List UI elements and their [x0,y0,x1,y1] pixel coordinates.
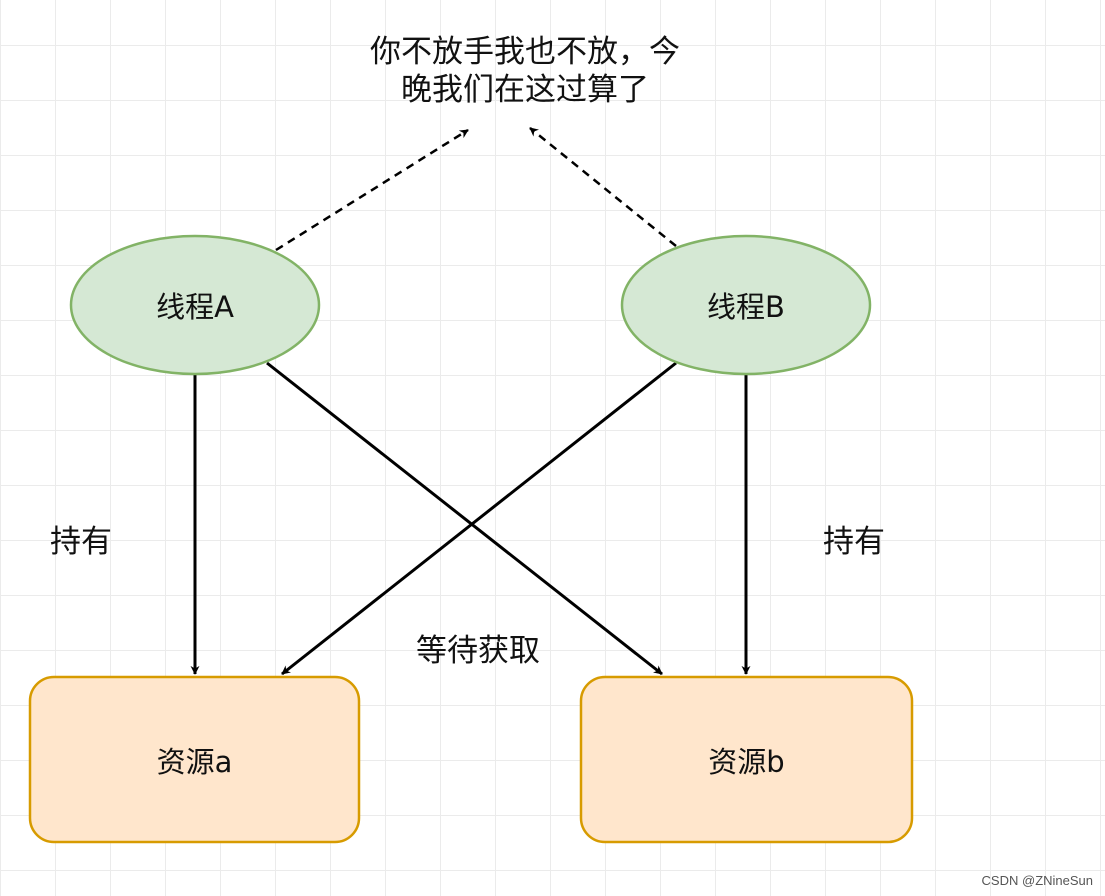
thread-a-node[interactable] [69,234,321,376]
deadlock-note-line-2: 晚我们在这过算了 [401,72,649,108]
watermark: CSDN @ZNineSun [981,873,1093,888]
waiting-label: 等待获取 [416,633,540,669]
dashed-arrow-thread-a-to-note [275,128,469,252]
resource-b-node[interactable] [579,675,914,844]
arrow-thread-b-waits-resource-a [281,361,677,676]
deadlock-note-line-1: 你不放手我也不放，今 [370,34,680,70]
thread-b-node[interactable] [620,234,872,376]
hold-label-right: 持有 [823,524,885,560]
resource-a-node[interactable] [28,675,361,844]
dashed-arrow-thread-b-to-note [529,127,677,247]
hold-label-left: 持有 [50,524,112,560]
deadlock-note: 你不放手我也不放，今 晚我们在这过算了 [330,33,720,109]
arrow-thread-a-waits-resource-b [266,361,663,676]
